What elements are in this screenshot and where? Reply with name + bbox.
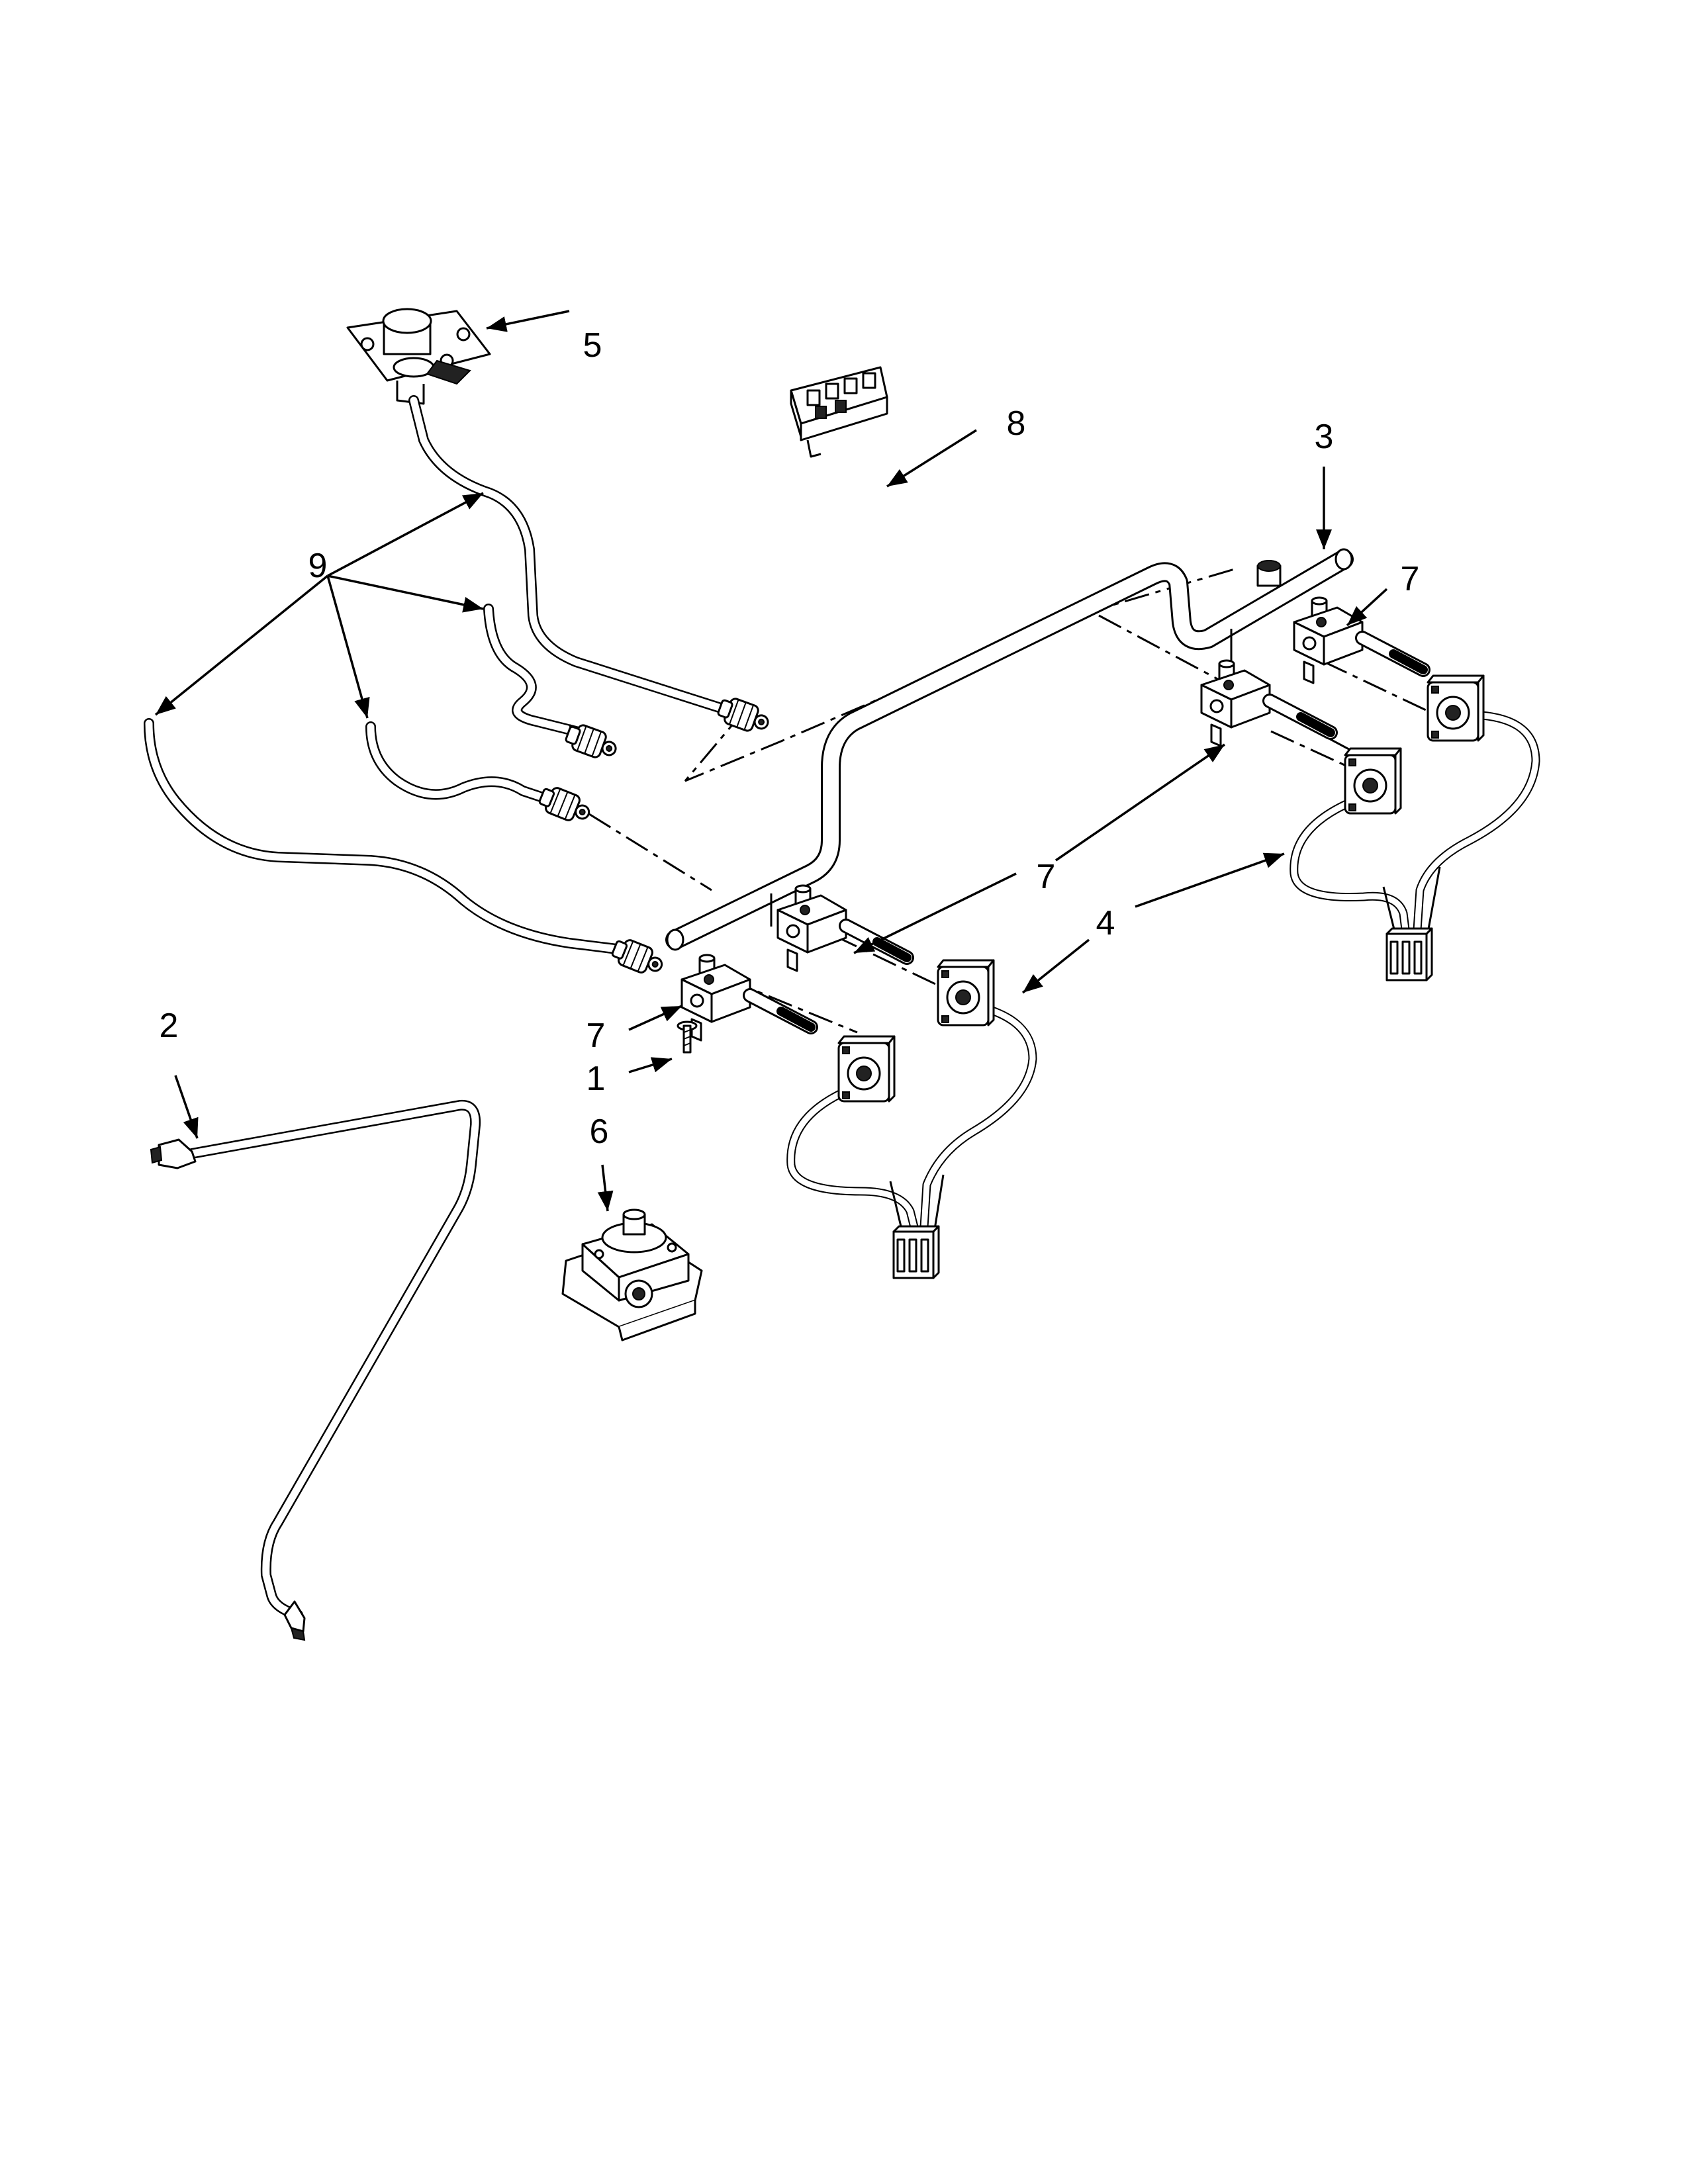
callout-6: 6 — [589, 1113, 609, 1151]
mounting-screw — [677, 1021, 698, 1054]
callout-5: 5 — [583, 326, 602, 365]
oven-gas-regulator — [561, 1208, 703, 1342]
callout-7-center: 7 — [1036, 858, 1056, 896]
oven-supply-tube — [150, 1099, 481, 1641]
callout-3: 3 — [1314, 418, 1334, 456]
igniter-switch-harness-right — [1289, 674, 1540, 981]
terminal-block — [790, 366, 888, 458]
callout-1: 1 — [586, 1060, 606, 1098]
gas-manifold-tube — [665, 548, 1354, 951]
gas-tubes — [144, 395, 773, 980]
callout-8: 8 — [1006, 404, 1026, 443]
callout-7-left: 7 — [586, 1017, 606, 1055]
callout-leader-lines — [154, 310, 1388, 1212]
callout-4: 4 — [1096, 904, 1115, 942]
callout-9: 9 — [308, 547, 328, 585]
burner-valve-4 — [1294, 598, 1423, 683]
callout-2: 2 — [159, 1007, 179, 1045]
igniter-switch-harness-left — [786, 959, 1037, 1279]
callout-7-right: 7 — [1400, 560, 1420, 598]
burner-valve-2 — [778, 886, 907, 971]
pressure-regulator — [346, 308, 491, 405]
